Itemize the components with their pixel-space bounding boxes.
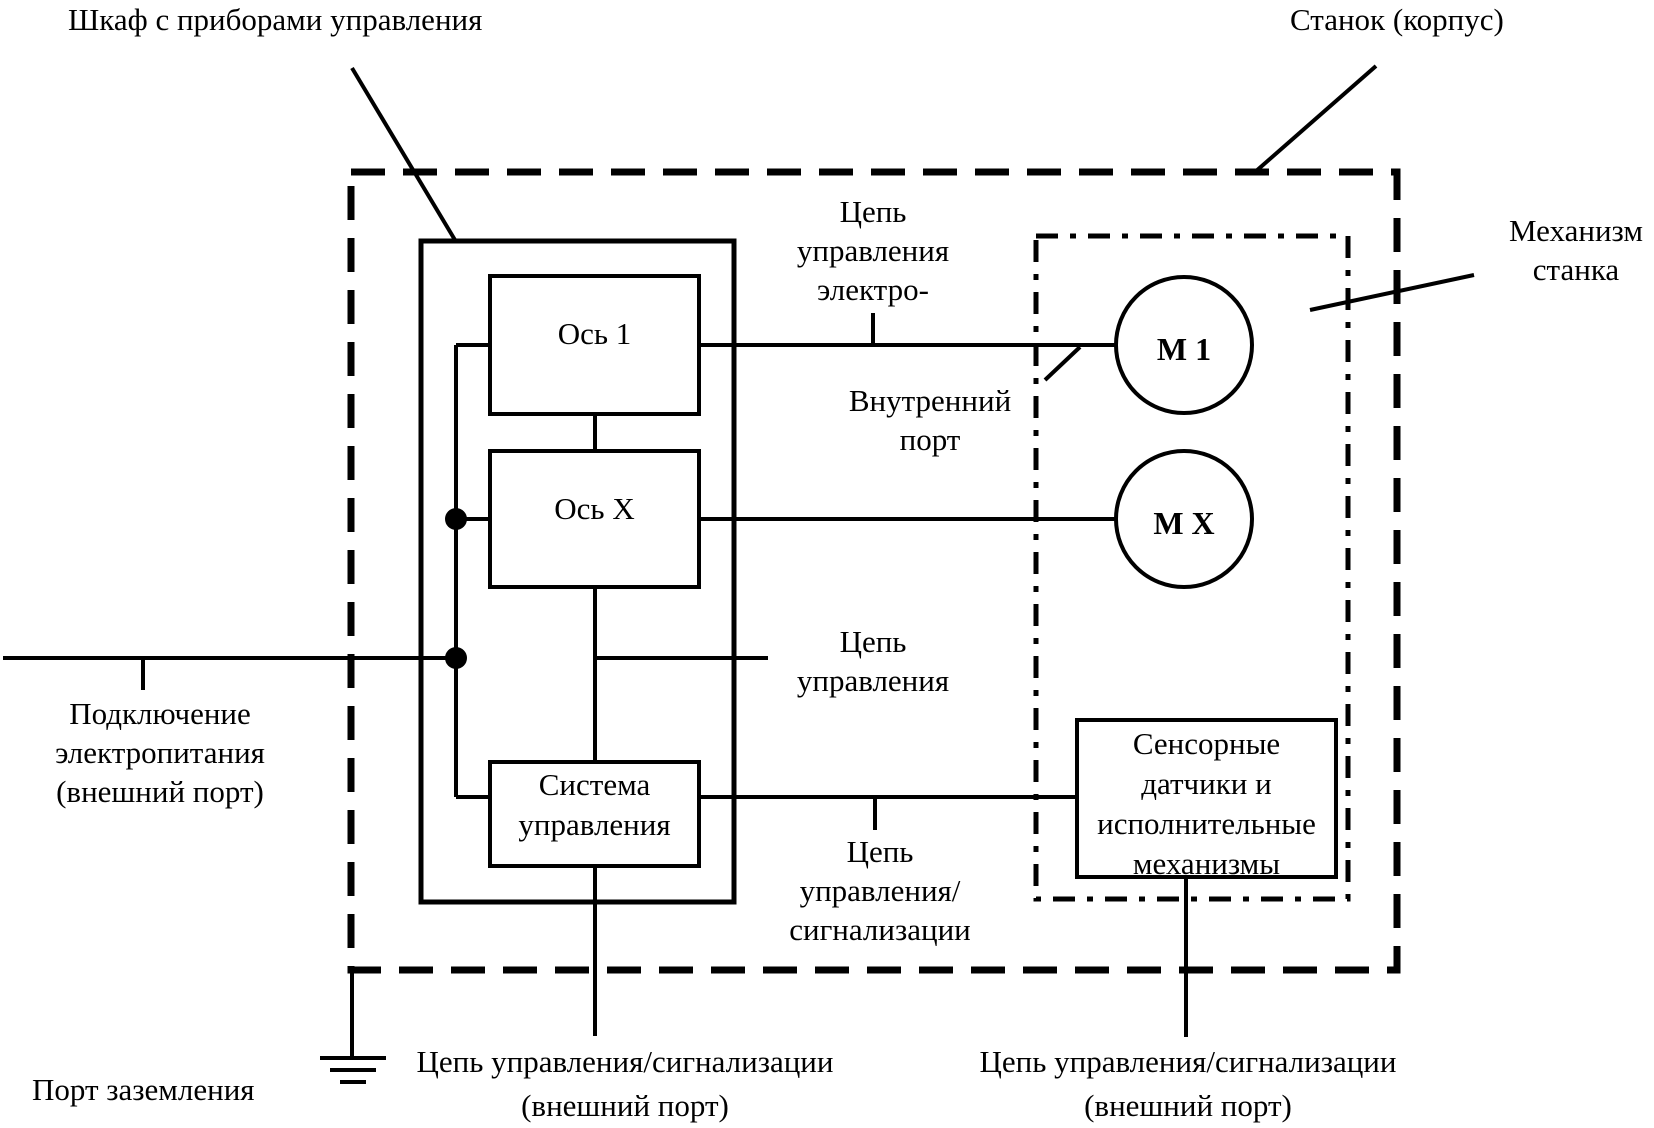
control-system-label: Система управления	[490, 765, 699, 845]
control-signal-circuit-label: Цепь управления/ сигнализации	[760, 832, 1000, 949]
motor-mx-label: M X	[1153, 505, 1215, 541]
mechanism-leader	[1309, 273, 1475, 312]
sensors-line: механизмы	[1132, 846, 1281, 881]
ext-signal-left-label: Цепь управления/сигнализации (внешний по…	[385, 1040, 865, 1128]
junction-dot-axisX	[445, 508, 467, 530]
label-line: Цепь	[839, 194, 907, 229]
ground-port-label: Порт заземления	[32, 1072, 255, 1107]
label-line: управления/	[799, 873, 961, 908]
label-line: Цепь управления/сигнализации	[979, 1044, 1397, 1079]
machine-body-leader	[1253, 64, 1378, 174]
junction-dot-power	[445, 647, 467, 669]
label-line: Цепь	[839, 624, 907, 659]
label-line: Цепь	[846, 834, 914, 869]
power-circuit-label: Цепь управления электро-	[773, 192, 973, 309]
label-line: электро-	[817, 272, 929, 307]
label-line: Подключение	[69, 696, 251, 731]
sensors-label: Сенсорные датчики и исполнительные механ…	[1077, 724, 1336, 884]
cabinet-title: Шкаф с приборами управления	[68, 2, 483, 37]
control-circuit-label: Цепь управления	[773, 622, 973, 700]
internal-port-leader	[1043, 345, 1082, 382]
label-line: (внешний порт)	[521, 1088, 729, 1123]
motor-m1-label: M 1	[1156, 331, 1212, 367]
internal-port-label: Внутренний порт	[830, 381, 1030, 459]
label-line: управления	[796, 233, 950, 268]
sensors-line: Сенсорные	[1132, 726, 1281, 761]
machine-body-boundary	[347, 168, 1401, 974]
mechanism-title-line: Механизм	[1509, 213, 1643, 248]
power-supply-label: Подключение электропитания (внешний порт…	[20, 694, 300, 811]
cabinet-leader	[350, 66, 457, 242]
axisX-label: Ось X	[554, 491, 635, 526]
label-line: сигнализации	[789, 912, 971, 947]
label-line: порт	[899, 422, 961, 457]
mechanism-title: Механизм станка	[1496, 211, 1654, 289]
mechanism-boundary	[1033, 233, 1351, 902]
label-line: управления	[796, 663, 950, 698]
mechanism-title-line: станка	[1532, 252, 1620, 287]
ground-icon	[320, 1056, 386, 1084]
control-system-line: управления	[518, 807, 671, 842]
label-line: Внутренний	[848, 383, 1012, 418]
cabinet-box	[418, 238, 737, 905]
label-line: (внешний порт)	[1084, 1088, 1292, 1123]
control-system-line: Система	[538, 767, 651, 802]
ext-signal-right-label: Цепь управления/сигнализации (внешний по…	[948, 1040, 1428, 1128]
label-line: электропитания	[55, 735, 265, 770]
sensors-line: датчики и	[1141, 766, 1272, 801]
axis1-label: Ось 1	[557, 316, 632, 351]
sensors-line: исполнительные	[1097, 806, 1316, 841]
label-line: Цепь управления/сигнализации	[416, 1044, 834, 1079]
label-line: (внешний порт)	[56, 774, 264, 809]
machine-body-title: Станок (корпус)	[1290, 2, 1504, 37]
